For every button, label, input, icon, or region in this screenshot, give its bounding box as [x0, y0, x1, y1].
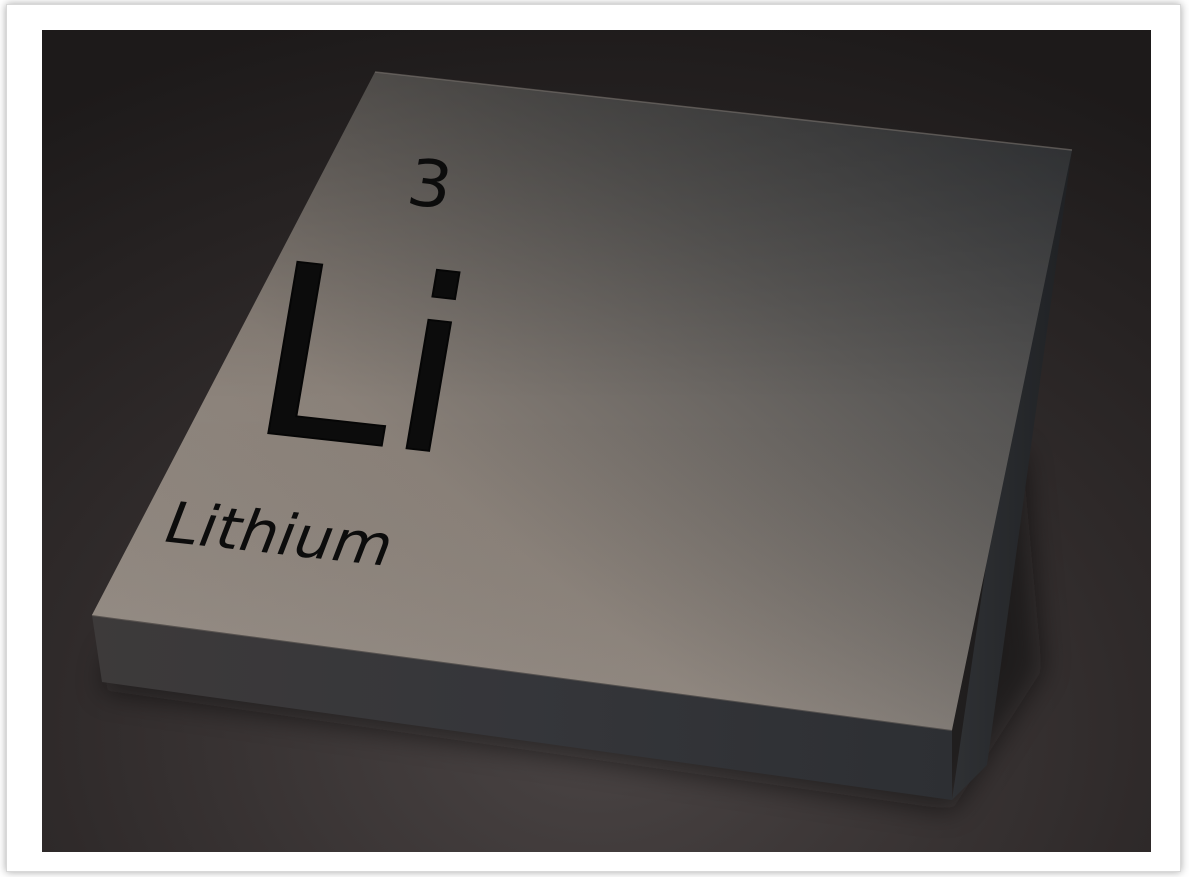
tile-front-face	[92, 615, 952, 800]
tile-side-face	[952, 150, 1072, 800]
element-symbol: Li	[234, 213, 489, 509]
tile-top-shading	[92, 72, 1072, 730]
tile-top-edge-highlight	[374, 71, 1073, 151]
photo-scene: 3 Li Lithium	[42, 30, 1151, 852]
lithium-tile-photo: 3 Li Lithium	[42, 30, 1151, 852]
